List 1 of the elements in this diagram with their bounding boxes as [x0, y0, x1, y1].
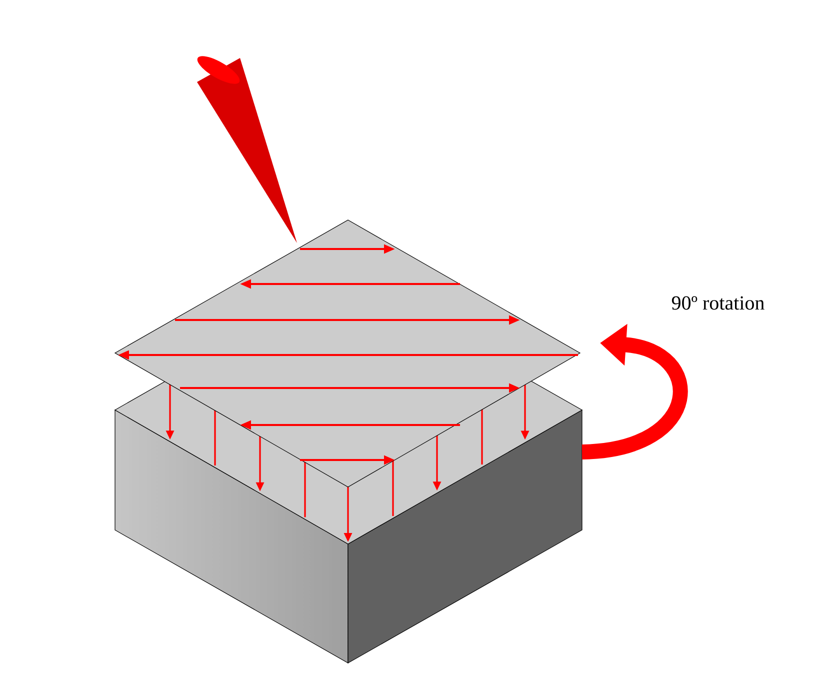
rotation-label: 90º rotation	[672, 296, 764, 310]
